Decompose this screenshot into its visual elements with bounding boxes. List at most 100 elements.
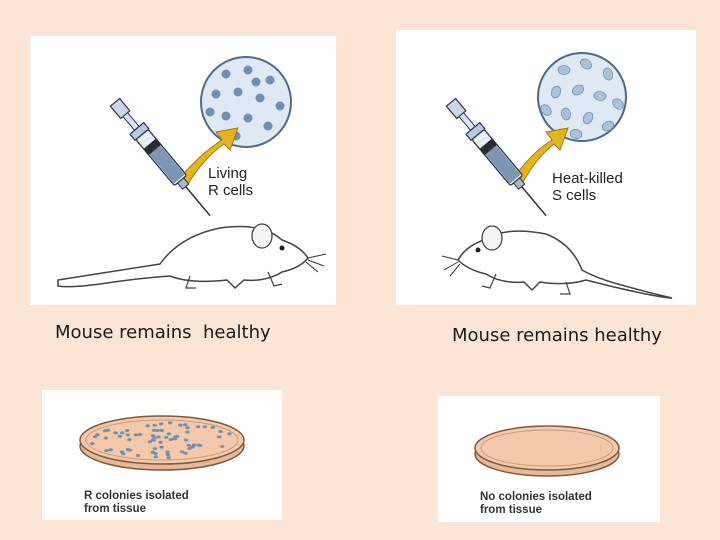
s-cell-blob — [593, 91, 607, 101]
s-cell-blob — [582, 111, 594, 125]
colony-dot — [125, 433, 130, 437]
colony-dot — [151, 428, 157, 432]
r-cell-dot — [243, 113, 253, 123]
colony-dot — [183, 451, 188, 455]
colony-dot — [90, 442, 95, 446]
colony-dot — [165, 450, 170, 454]
r-cell-dot — [275, 101, 285, 111]
colony-dot — [227, 432, 232, 436]
r-cell-dot — [251, 77, 261, 87]
colony-dot — [152, 447, 157, 451]
r-cell-dot — [221, 69, 231, 79]
colony-dot — [168, 438, 174, 441]
dish-caption-line1: No colonies isolated — [480, 491, 592, 503]
colony-dot — [125, 448, 131, 452]
magnified-cells-circle — [200, 56, 292, 148]
colony-dot — [183, 438, 189, 442]
colony-dot — [210, 425, 215, 429]
colony-dot — [108, 448, 113, 452]
r-cell-dot — [265, 75, 275, 85]
colony-dot — [216, 435, 222, 439]
cell-label-line2: R cells — [208, 182, 254, 199]
s-cell-blob — [561, 107, 571, 121]
colony-dot — [158, 440, 163, 444]
colony-dot — [133, 433, 139, 437]
colony-dot — [187, 447, 192, 450]
colony-dot — [119, 450, 125, 454]
colony-dot — [179, 450, 185, 454]
colony-dot — [103, 436, 109, 440]
outcome-left: Mouse remains healthy — [55, 322, 271, 343]
r-cell-dot — [255, 93, 265, 103]
colony-dot — [158, 422, 164, 426]
r-cell-dot — [205, 107, 215, 117]
injection-illustration-left — [57, 56, 327, 290]
s-cell-blob — [571, 84, 585, 96]
s-cell-blob — [580, 58, 592, 70]
colony-dot — [219, 444, 225, 448]
colony-dot — [152, 423, 157, 427]
colony-dot — [166, 456, 171, 460]
arrow-icon — [513, 127, 569, 185]
colony-dot — [147, 440, 153, 444]
colony-dot — [95, 433, 100, 437]
s-cell-blob — [601, 120, 615, 132]
syringe-icon — [445, 97, 547, 217]
colony-dot — [183, 423, 188, 427]
syringe-icon — [109, 97, 211, 217]
dish-caption: No colonies isolated from tissue — [480, 491, 592, 517]
mouse-illustration — [441, 225, 673, 299]
dish-caption-line2: from tissue — [84, 503, 146, 515]
colony-dot — [145, 424, 150, 428]
colony-dot — [92, 435, 98, 439]
petri-dish-panel-right: No colonies isolated from tissue — [438, 396, 660, 522]
colony-dot — [164, 435, 169, 439]
cell-label: Living R cells — [208, 165, 253, 199]
dish-caption-line1: R colonies isolated — [84, 490, 189, 502]
colony-dot — [202, 425, 208, 429]
injection-illustration-right — [441, 52, 673, 299]
r-cell-dot — [211, 89, 221, 99]
colony-dot — [119, 431, 125, 435]
r-cell-dot — [243, 65, 253, 75]
colony-dot — [165, 453, 171, 457]
colony-dot — [105, 428, 111, 432]
s-cell-blob — [602, 67, 614, 81]
s-cell-blob — [612, 98, 624, 110]
colony-dot — [186, 443, 191, 447]
petri-dish-empty — [474, 425, 620, 477]
colony-dot — [185, 430, 190, 434]
colony-dot — [104, 449, 109, 453]
arrow-icon — [179, 127, 239, 185]
s-cell-blob — [557, 65, 571, 75]
colony-dot — [124, 429, 130, 432]
colony-dot — [218, 430, 223, 433]
cell-label-line1: Heat-killed — [552, 170, 623, 187]
experiment-panel-heat-killed-s-cells: Heat-killed S cells — [396, 30, 696, 305]
colony-dot — [113, 431, 118, 435]
colony-dot — [172, 437, 178, 441]
colony-dot — [159, 429, 164, 432]
colony-dot — [156, 435, 161, 439]
colony-dot — [159, 445, 164, 449]
colony-dot — [178, 423, 183, 427]
s-cell-blob — [550, 85, 562, 99]
colony-dot — [191, 443, 197, 447]
colony-dot — [135, 454, 141, 457]
colony-dot — [150, 434, 156, 438]
r-cell-dot — [233, 87, 243, 97]
mouse-illustration — [57, 223, 327, 290]
colony-dot — [153, 451, 158, 455]
r-cell-dot — [221, 111, 231, 121]
cell-label: Heat-killed S cells — [552, 170, 623, 204]
petri-dish-panel-left: R colonies isolated from tissue — [42, 390, 282, 520]
magnified-cells-circle — [537, 52, 627, 142]
colony-dot — [137, 433, 143, 437]
colony-dot — [127, 438, 132, 442]
r-cell-dot — [263, 121, 273, 131]
colony-dot — [167, 421, 173, 425]
colony-dot — [185, 426, 190, 430]
colony-dot — [153, 455, 158, 459]
experiment-panel-living-r-cells: Living R cells — [30, 36, 336, 305]
